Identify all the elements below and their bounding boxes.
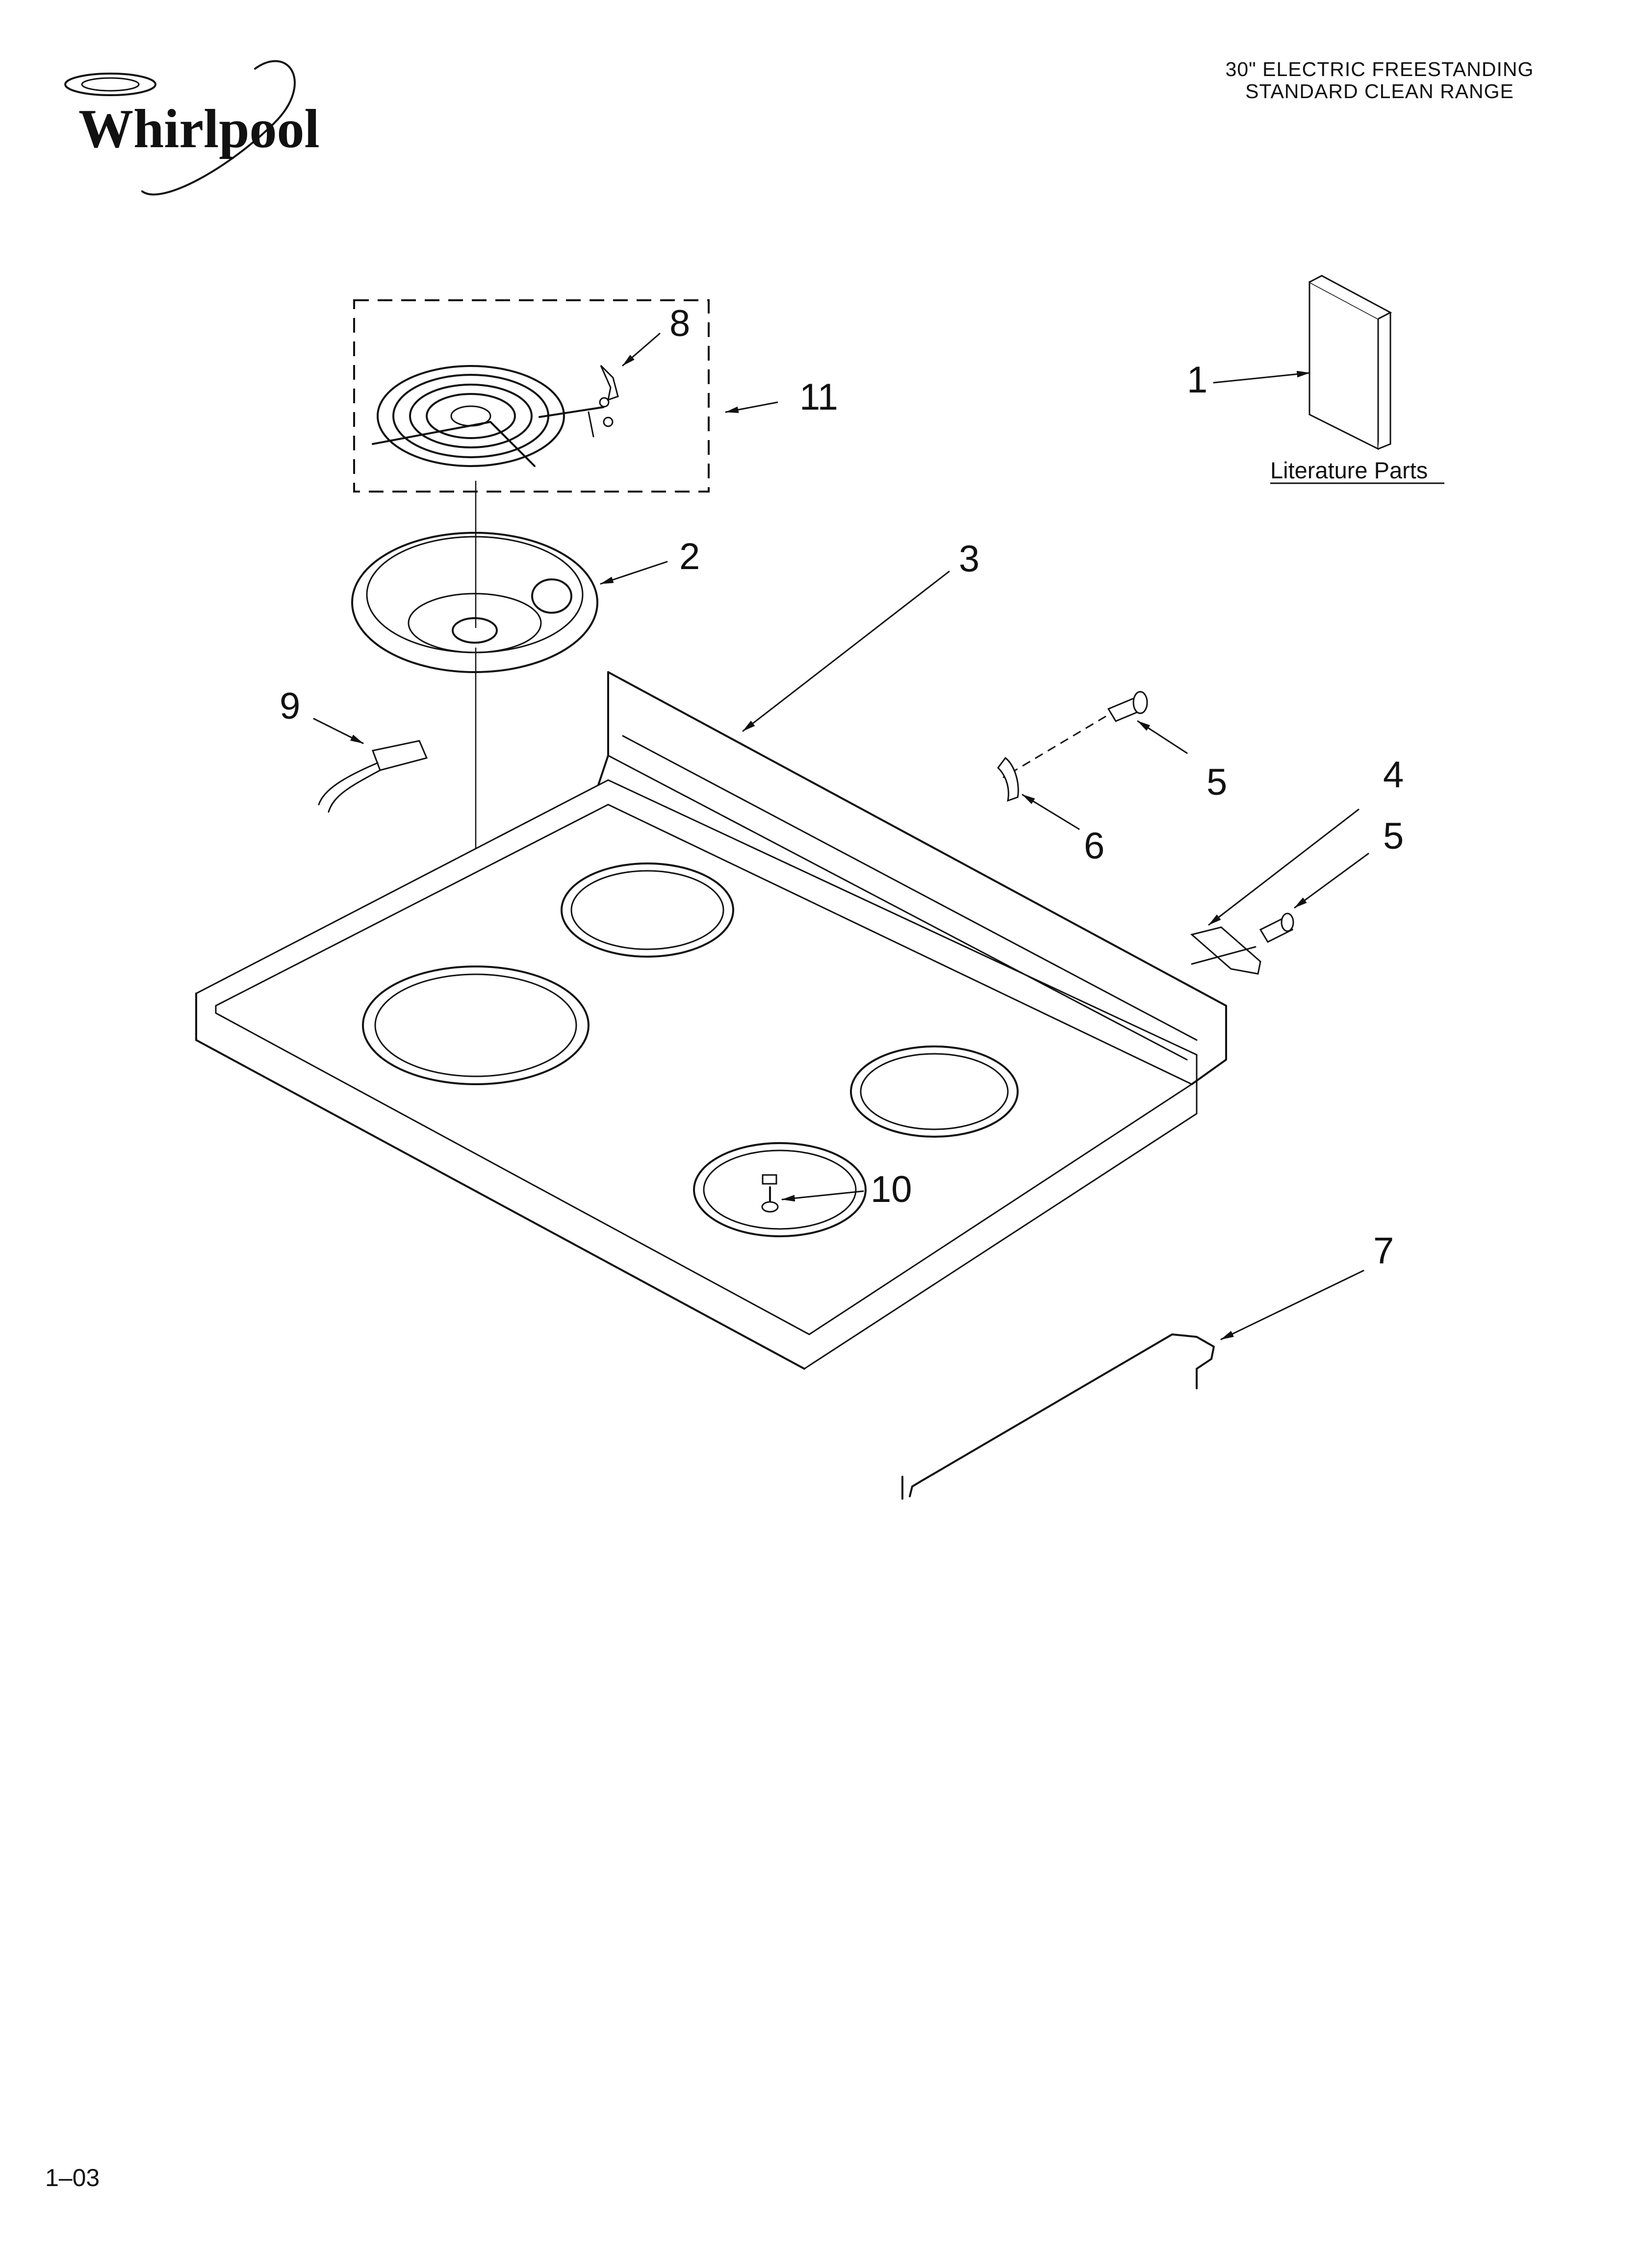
coil-ring-4 xyxy=(426,393,516,439)
connector-wire-1 xyxy=(318,762,379,806)
connector-body xyxy=(371,740,428,771)
logo-swoosh xyxy=(141,60,296,196)
title-line-1: 30" ELECTRIC FREESTANDING xyxy=(1225,58,1534,80)
literature-parts-label: Literature Parts xyxy=(1270,457,1428,483)
burner-opening-rear-left-inner xyxy=(570,870,724,950)
leader-arrow-2 xyxy=(600,561,668,585)
part-4-bracket-shape xyxy=(1190,926,1261,975)
callout-8: 8 xyxy=(669,303,690,344)
rod-outline xyxy=(909,1333,1215,1497)
drip-bowl-rim-outer xyxy=(351,532,598,673)
brand-name: Whirlpool xyxy=(78,99,320,159)
burner-opening-rear-right-outer xyxy=(850,1045,1019,1138)
lower-screw-head xyxy=(1281,912,1294,932)
leader-arrow-9 xyxy=(313,718,364,744)
leader-arrow-7 xyxy=(1220,1270,1364,1340)
leader-arrow-1 xyxy=(1213,370,1310,384)
connector-wire-2 xyxy=(328,769,381,813)
cooktop-inner-edge xyxy=(215,804,1193,1335)
drip-bowl-center-hole xyxy=(452,617,498,644)
part-11-element-assembly xyxy=(353,299,710,493)
coil-support xyxy=(372,421,536,467)
coil-terminal xyxy=(539,406,604,418)
burner-opening-front-left-outer xyxy=(362,965,590,1085)
logo-swirl-outer xyxy=(64,73,156,96)
callout-4: 4 xyxy=(1383,754,1404,796)
callout-11: 11 xyxy=(799,376,838,418)
leader-arrow-5a xyxy=(1137,720,1188,754)
cooktop-outer xyxy=(195,779,1198,1370)
literature-top xyxy=(1309,275,1392,320)
page-code: 1–03 xyxy=(45,2164,100,2191)
callout-9: 9 xyxy=(280,685,300,727)
leader-arrow-8 xyxy=(622,333,661,366)
literature-side xyxy=(1378,313,1391,450)
cooktop-front-edge xyxy=(195,1039,805,1370)
terminal-ring-1 xyxy=(599,397,610,408)
whirlpool-logo: Whirlpool xyxy=(64,60,320,196)
bracket-axis xyxy=(1191,946,1257,965)
upper-screw-axis xyxy=(1002,715,1106,779)
part-6-clip-shape xyxy=(997,756,1019,802)
leader-arrow-3 xyxy=(742,571,950,732)
callout-3: 3 xyxy=(959,538,979,580)
leader-arrow-4 xyxy=(1208,808,1360,926)
leader-arrow-5b xyxy=(1294,853,1369,909)
part-10-screw xyxy=(761,1174,779,1213)
logo-swirl-inner xyxy=(81,77,140,92)
upper-screw-head xyxy=(1132,691,1148,714)
callout-6: 6 xyxy=(1084,825,1104,867)
leader-arrow-10 xyxy=(781,1190,864,1202)
drip-bowl-terminal-hole xyxy=(531,578,572,614)
callout-2: 2 xyxy=(679,536,700,577)
parts-5-6-upper-hardware xyxy=(997,691,1148,802)
callout-10: 10 xyxy=(871,1169,912,1210)
terminal-ring-2 xyxy=(603,417,614,427)
screw-head xyxy=(761,1201,779,1213)
burner-opening-rear-left-outer xyxy=(561,862,734,958)
title-line-2: STANDARD CLEAN RANGE xyxy=(1245,80,1514,103)
part-1-literature xyxy=(1308,275,1392,450)
callout-1: 1 xyxy=(1187,359,1207,401)
leader-arrow-11 xyxy=(725,401,778,413)
assembly-dashed-box xyxy=(353,299,710,493)
burner-opening-front-right-inner xyxy=(703,1149,857,1230)
part-2-drip-bowl xyxy=(351,532,598,673)
drip-bowl-base xyxy=(408,593,542,653)
part-9-connector xyxy=(318,740,428,813)
screw-tab xyxy=(762,1174,777,1185)
burner-opening-front-right-outer xyxy=(693,1142,867,1237)
terminal-pin xyxy=(588,411,594,438)
callout-7: 7 xyxy=(1373,1230,1394,1272)
backguard-left-edge xyxy=(597,671,609,786)
callout-5-lower: 5 xyxy=(1383,815,1404,857)
backguard-base-line xyxy=(607,755,1188,1061)
part-7-rod xyxy=(901,1333,1215,1500)
coil-ring-3 xyxy=(409,384,533,448)
burner-opening-rear-right-inner xyxy=(860,1053,1009,1130)
coil-ring-1 xyxy=(377,365,565,467)
leader-arrow-6 xyxy=(1022,794,1080,830)
backguard-outline xyxy=(607,671,1227,1085)
backguard-inner-line xyxy=(622,735,1198,1041)
parts-4-5-bracket xyxy=(1190,912,1294,975)
burner-opening-front-left-inner xyxy=(374,973,577,1077)
callout-5-upper: 5 xyxy=(1206,761,1227,803)
part-3-cooktop xyxy=(195,671,1227,1370)
part-8-clip-shape xyxy=(600,365,619,401)
